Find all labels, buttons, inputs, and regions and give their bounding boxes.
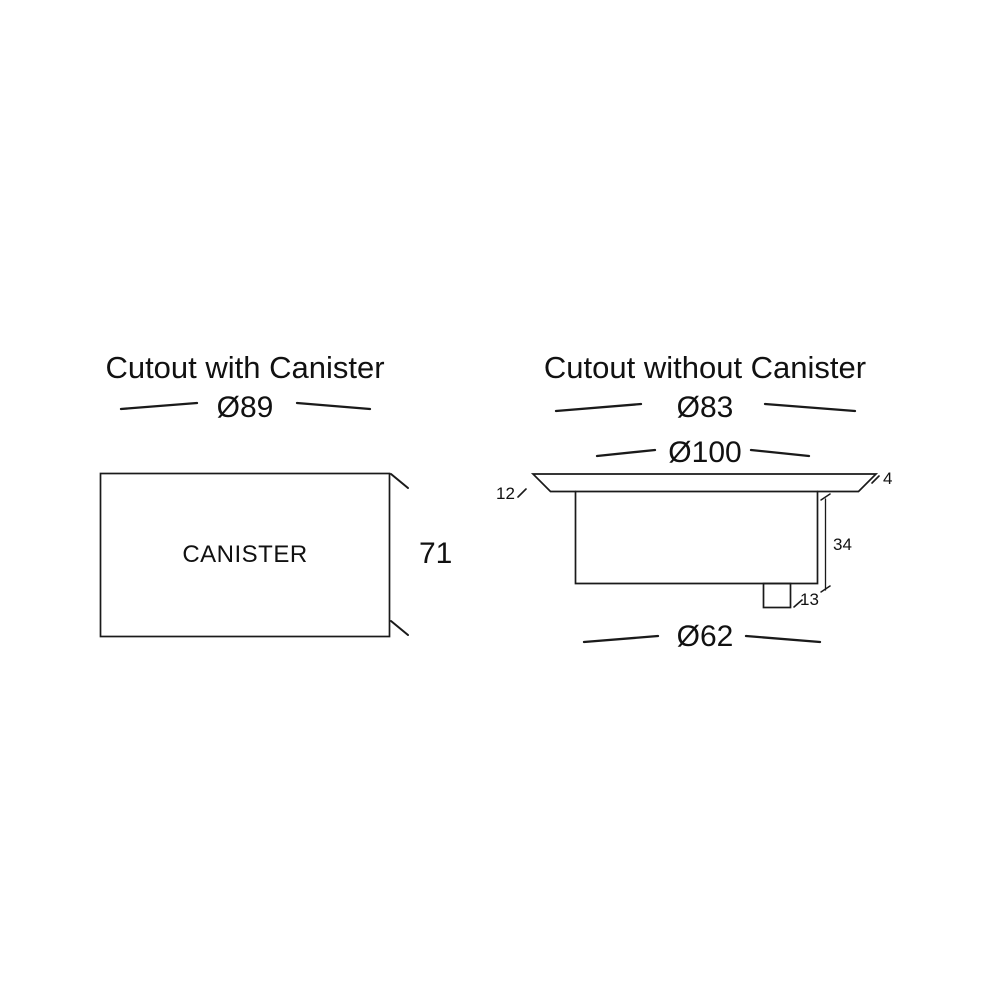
body-diameter-label: Ø62 — [676, 620, 734, 653]
dim-dash-100-right — [749, 448, 811, 458]
right-view-title: Cutout without Canister — [543, 350, 867, 385]
tick-13 — [793, 599, 803, 608]
gland-height-label: 13 — [800, 590, 819, 609]
tick-34-top — [820, 493, 831, 501]
tick-12 — [517, 488, 527, 498]
left-cutout-diameter-label: Ø89 — [216, 391, 274, 424]
tick-71-bottom — [390, 620, 409, 636]
canister-height-label: 71 — [419, 537, 453, 570]
canister-outline-rect — [99, 472, 391, 638]
flange-overhang-label: 12 — [496, 484, 515, 503]
gland-shape — [762, 582, 792, 609]
flange-shape — [530, 473, 879, 493]
dim-dash-83-right — [763, 402, 857, 413]
tick-71-top — [390, 473, 409, 489]
right-cutout-diameter-label: Ø83 — [676, 391, 734, 424]
flange-diameter-label: Ø100 — [668, 436, 742, 469]
dim-dash-83-left — [554, 402, 643, 413]
dim-dash-89-left — [119, 401, 199, 411]
canister-label: CANISTER — [182, 541, 308, 568]
tick-34-bottom — [820, 585, 831, 593]
flange-thickness-label: 4 — [883, 469, 893, 488]
dim-dash-89-right — [295, 401, 372, 411]
dim-dash-62-left — [582, 634, 660, 644]
dim-dash-100-left — [595, 448, 657, 458]
tick-4 — [871, 475, 880, 484]
body-height-label: 34 — [833, 535, 852, 554]
dim-dash-62-right — [744, 634, 822, 644]
body-shape — [574, 490, 819, 585]
left-view-title: Cutout with Canister — [105, 350, 385, 385]
